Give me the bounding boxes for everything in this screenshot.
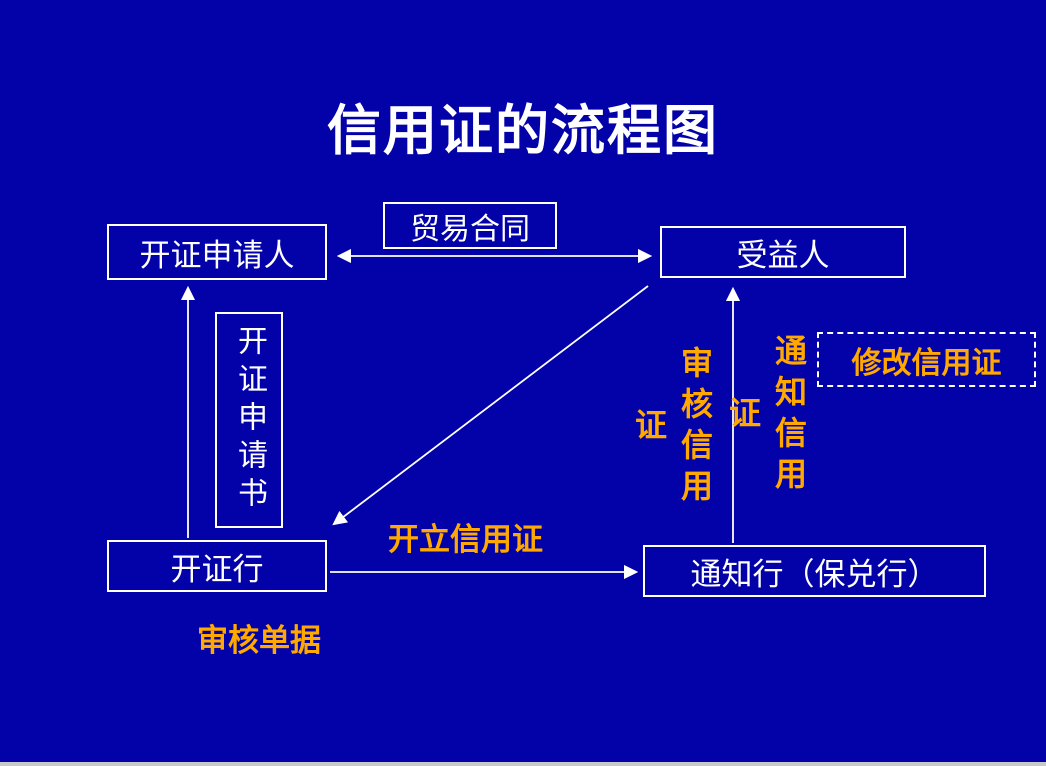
node-application-doc: 开证申请书 <box>215 312 283 528</box>
label-examine-lc: 审核信用证 <box>631 346 713 510</box>
node-advising-bank: 通知行（保兑行） <box>643 545 986 597</box>
slide-title: 信用证的流程图 <box>327 98 719 162</box>
node-beneficiary: 受益人 <box>660 226 906 278</box>
node-trade-contract: 贸易合同 <box>383 202 557 249</box>
slide-bottom-edge <box>0 762 1046 766</box>
node-amend-lc: 修改信用证 <box>817 332 1036 387</box>
label-issue-lc: 开立信用证 <box>388 522 543 557</box>
node-applicant: 开证申请人 <box>107 224 327 280</box>
arrow-beneficiary-issuingbank-diagonal <box>332 285 649 526</box>
label-advise-lc: 通知信用证 <box>725 334 807 498</box>
label-examine-docs: 审核单据 <box>197 623 321 658</box>
node-issuing-bank: 开证行 <box>107 540 327 592</box>
